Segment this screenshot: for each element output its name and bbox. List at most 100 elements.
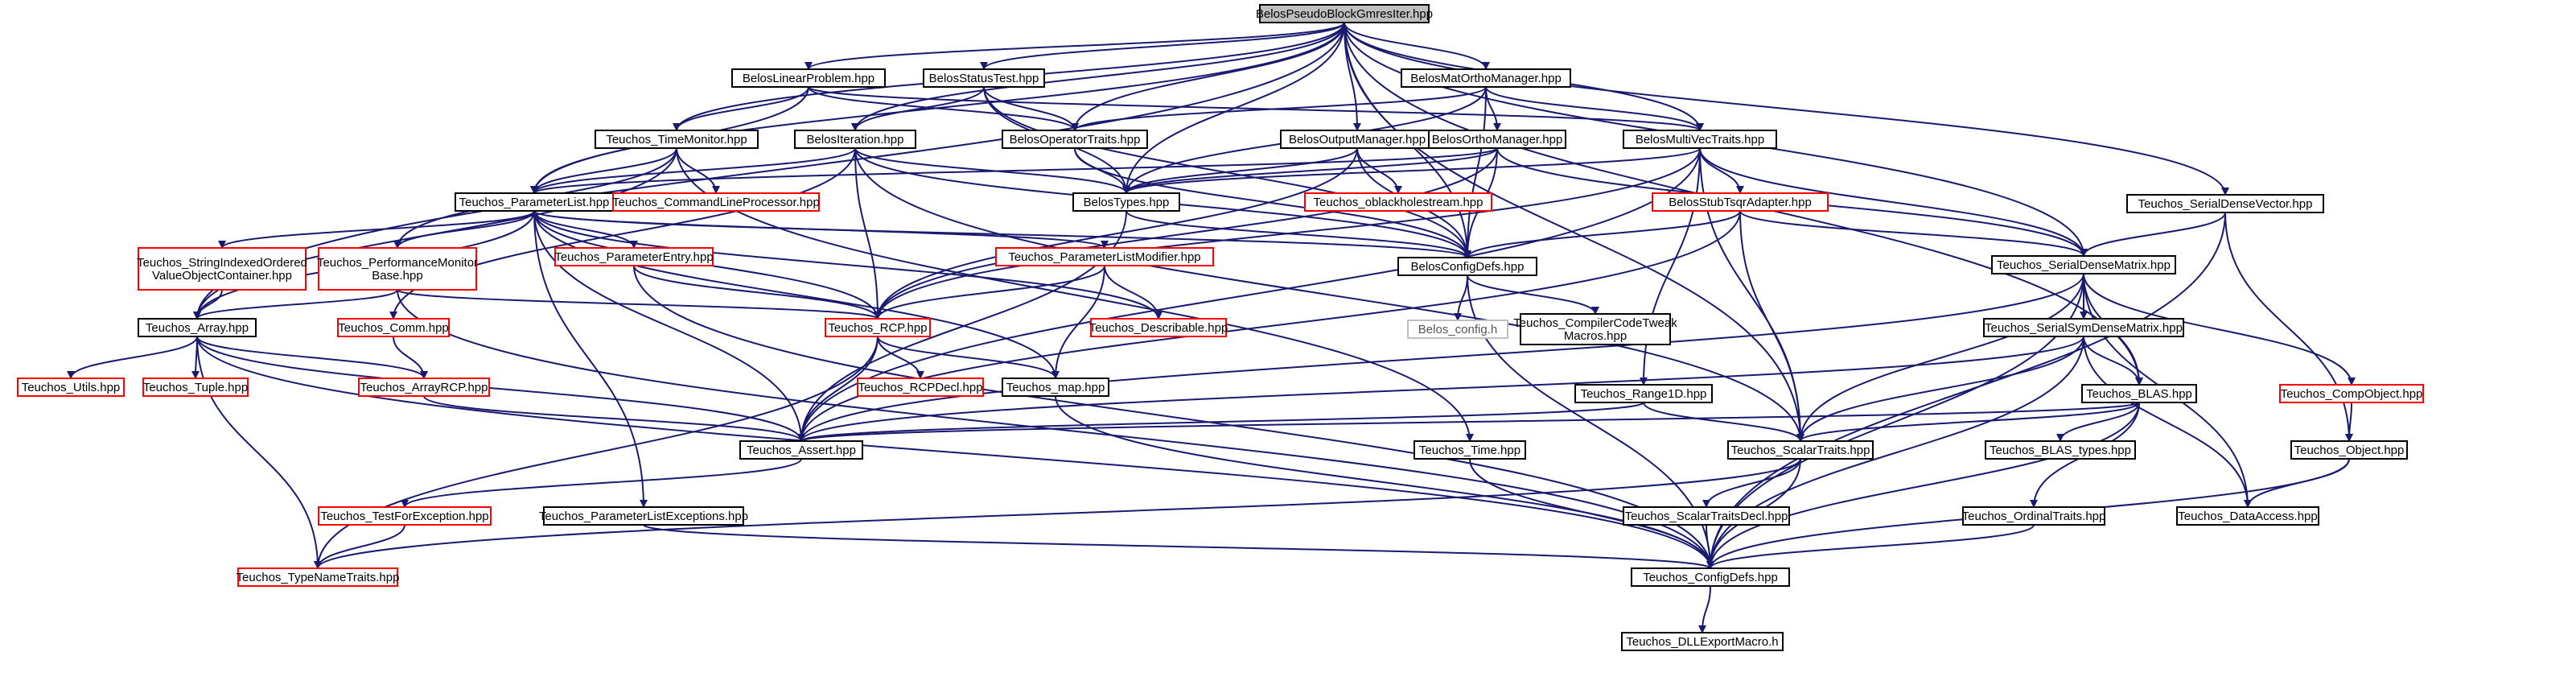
graph-node[interactable]: Teuchos_CommandLineProcessor.hpp	[612, 192, 820, 212]
node-label: Teuchos_Tuple.hpp	[143, 381, 248, 394]
graph-node[interactable]: BelosStatusTest.hpp	[923, 68, 1045, 88]
dependency-edge	[1356, 147, 1402, 194]
graph-node[interactable]: Teuchos_Assert.hpp	[739, 440, 863, 460]
graph-node[interactable]: BelosMatOrthoManager.hpp	[1401, 68, 1571, 88]
graph-node[interactable]: Teuchos_BLAS_types.hpp	[1985, 440, 2136, 460]
dependency-edge	[1739, 210, 2088, 257]
graph-node[interactable]: Teuchos_ConfigDefs.hpp	[1631, 567, 1790, 587]
node-box	[1002, 378, 1109, 397]
node-label: Teuchos_OrdinalTraits.hpp	[1962, 510, 2106, 523]
graph-node[interactable]: Teuchos_ArrayRCP.hpp	[358, 378, 490, 397]
dependency-edge	[1071, 86, 1487, 131]
node-box	[318, 247, 477, 291]
node-label: Teuchos_map.hpp	[1006, 381, 1105, 394]
graph-node[interactable]: BelosTypes.hpp	[1072, 192, 1180, 212]
dependency-edge	[1071, 22, 1345, 131]
dependency-edge	[633, 265, 882, 320]
node-box	[825, 318, 931, 337]
node-label: Teuchos_SerialDenseVector.hpp	[2138, 197, 2313, 211]
graph-node[interactable]: Teuchos_ParameterListExceptions.hpp	[539, 506, 748, 526]
graph-node[interactable]: Teuchos_BLAS.hpp	[2081, 384, 2197, 403]
graph-node[interactable]: Teuchos_OrdinalTraits.hpp	[1962, 506, 2106, 526]
node-label: Teuchos_ArrayRCP.hpp	[360, 381, 488, 394]
dependency-edge	[1698, 585, 1711, 633]
graph-node[interactable]: Teuchos_ParameterEntry.hpp	[554, 247, 714, 266]
node-label: Teuchos_RCPDecl.hpp	[858, 381, 982, 394]
graph-node[interactable]: Teuchos_TimeMonitor.hpp	[595, 130, 759, 149]
graph-node[interactable]: Teuchos_TypeNameTraits.hpp	[237, 567, 400, 587]
dependency-edge	[423, 395, 805, 442]
dependency-edge	[854, 147, 882, 320]
node-label: Teuchos_DLLExportMacro.h	[1626, 635, 1778, 649]
node-box	[1428, 130, 1566, 149]
node-label: Teuchos_ParameterList.hpp	[459, 196, 610, 209]
dependency-edge	[196, 336, 805, 442]
dependency-edge	[533, 210, 1162, 320]
graph-node[interactable]: BelosOrthoManager.hpp	[1428, 130, 1566, 149]
dependency-edge	[2083, 273, 2356, 386]
graph-node[interactable]: Teuchos_ParameterList.hpp	[455, 192, 614, 212]
graph-node[interactable]: BelosOperatorTraits.hpp	[1002, 130, 1148, 149]
dependency-edge	[1122, 147, 1498, 194]
node-box	[1623, 506, 1790, 526]
node-label: Teuchos_TypeNameTraits.hpp	[237, 571, 400, 584]
node-label: BelosOperatorTraits.hpp	[1010, 133, 1141, 146]
dependency-edge	[804, 22, 1345, 70]
dependency-edge	[1051, 265, 1105, 379]
dependency-edge	[1122, 147, 1701, 194]
graph-node[interactable]: Teuchos_TestForException.hpp	[318, 506, 492, 526]
graph-node[interactable]: Teuchos_Comm.hpp	[337, 318, 450, 337]
graph-node[interactable]: Teuchos_SerialSymDenseMatrix.hpp	[1983, 318, 2184, 337]
graph-node[interactable]: Teuchos_map.hpp	[1002, 378, 1109, 397]
graph-node[interactable]: Teuchos_RCPDecl.hpp	[857, 378, 984, 397]
graph-node[interactable]: Teuchos_ScalarTraitsDecl.hpp	[1623, 506, 1790, 526]
graph-node[interactable]: Teuchos_CompObject.hpp	[2279, 384, 2424, 403]
dependency-edge	[874, 147, 1498, 320]
node-box	[543, 506, 744, 526]
dependency-edge	[1699, 147, 1744, 194]
graph-node[interactable]: BelosMultiVecTraits.hpp	[1623, 130, 1777, 149]
graph-node[interactable]: Teuchos_Tuple.hpp	[142, 378, 249, 397]
graph-node[interactable]: Teuchos_RCP.hpp	[825, 318, 931, 337]
graph-node[interactable]: Teuchos_Array.hpp	[138, 318, 257, 337]
node-label: Teuchos_ConfigDefs.hpp	[1643, 571, 1778, 584]
graph-node[interactable]: Teuchos_Time.hpp	[1414, 440, 1526, 460]
node-label: Teuchos_BLAS_types.hpp	[1990, 444, 2131, 457]
node-label: Teuchos_RCP.hpp	[828, 321, 927, 335]
node-label: Teuchos_Object.hpp	[2294, 444, 2405, 457]
dependency-edge	[67, 336, 198, 379]
node-box	[142, 378, 249, 397]
node-box	[2081, 384, 2197, 403]
node-label: Belos_config.h	[1418, 323, 1497, 336]
graph-node[interactable]: BelosOutputManager.hpp	[1280, 130, 1434, 149]
node-label: Teuchos_TestForException.hpp	[320, 510, 488, 523]
dependency-edge	[2083, 336, 2252, 508]
node-label: BelosOutputManager.hpp	[1289, 133, 1426, 146]
graph-node[interactable]: Teuchos_DLLExportMacro.h	[1621, 632, 1784, 651]
graph-node[interactable]: BelosPseudoBlockGmresIter.hpp	[1256, 4, 1433, 23]
node-box	[1985, 440, 2136, 460]
node-box	[237, 567, 398, 587]
graph-node[interactable]: Teuchos_ParameterListModifier.hpp	[995, 247, 1214, 266]
graph-node[interactable]: Teuchos_ScalarTraits.hpp	[1727, 440, 1874, 460]
node-box	[857, 378, 984, 397]
graph-node[interactable]: Teuchos_Object.hpp	[2290, 440, 2408, 460]
dependency-edge	[393, 210, 535, 249]
graph-node[interactable]: Teuchos_Range1D.hpp	[1574, 384, 1713, 403]
graph-node[interactable]: Teuchos_Describable.hpp	[1089, 318, 1228, 337]
graph-node[interactable]: BelosLinearProblem.hpp	[731, 68, 886, 88]
graph-node[interactable]: Belos_config.h	[1407, 320, 1508, 339]
graph-node[interactable]: BelosStubTsqrAdapter.hpp	[1652, 192, 1829, 212]
graph-node[interactable]: Teuchos_Utils.hpp	[17, 378, 125, 397]
graph-node[interactable]: Teuchos_SerialDenseVector.hpp	[2126, 194, 2324, 213]
graph-node[interactable]: Teuchos_oblackholestream.hpp	[1304, 192, 1492, 212]
graph-node[interactable]: BelosIteration.hpp	[794, 130, 916, 149]
graph-node[interactable]: Teuchos_DataAccess.hpp	[2176, 506, 2319, 526]
graph-node[interactable]: BelosConfigDefs.hpp	[1397, 257, 1537, 276]
dependency-edge	[2345, 402, 2354, 442]
graph-node[interactable]: Teuchos_SerialDenseMatrix.hpp	[1991, 255, 2176, 274]
